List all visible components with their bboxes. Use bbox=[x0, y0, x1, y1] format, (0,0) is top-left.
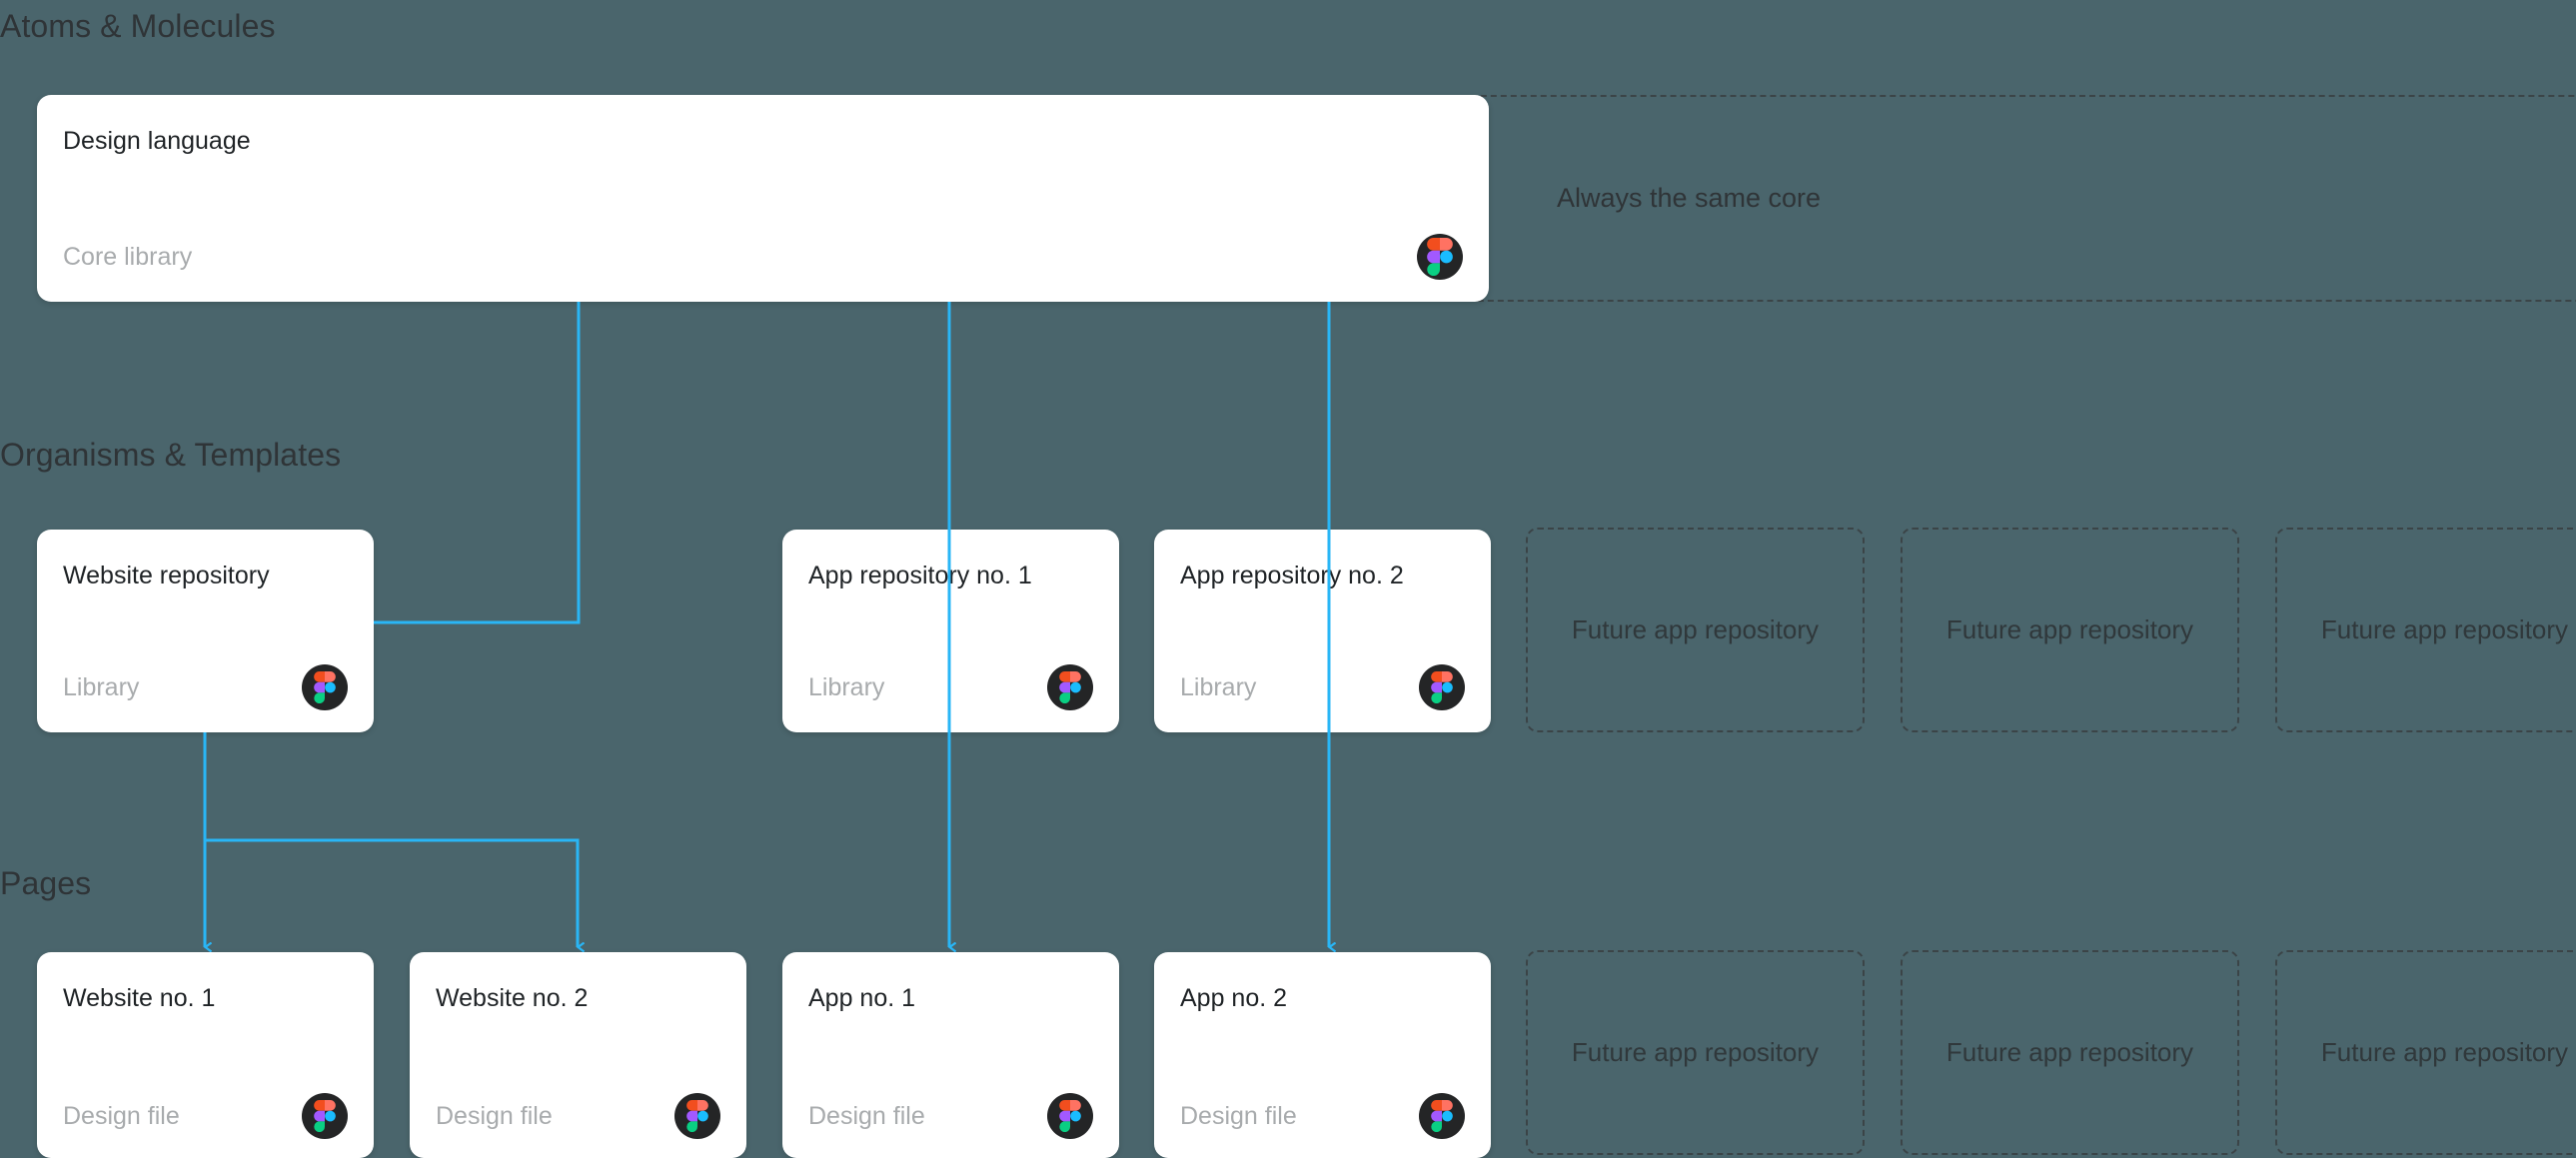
card-subtitle: Design file bbox=[808, 1102, 925, 1130]
figma-icon bbox=[1419, 1093, 1465, 1139]
placeholder-label: Future app repository bbox=[1571, 614, 1820, 644]
card-design-language[interactable]: Design language Core library bbox=[37, 95, 1489, 302]
figma-icon bbox=[674, 1093, 720, 1139]
card-app-repository-1[interactable]: App repository no. 1 Library bbox=[782, 530, 1119, 732]
figma-icon bbox=[302, 664, 348, 710]
card-app-no-2[interactable]: App no. 2 Design file bbox=[1154, 952, 1491, 1158]
card-subtitle: Design file bbox=[63, 1102, 180, 1130]
section-label-atoms: Atoms & Molecules bbox=[0, 8, 276, 44]
figma-icon bbox=[1047, 1093, 1093, 1139]
card-website-no-2[interactable]: Website no. 2 Design file bbox=[410, 952, 746, 1158]
always-same-core-label: Always the same core bbox=[1556, 183, 1822, 213]
connector-core-to-website-repository bbox=[374, 302, 581, 624]
figma-icon bbox=[1417, 234, 1463, 280]
placeholder-label: Future app repository bbox=[1571, 1037, 1820, 1067]
card-subtitle: Library bbox=[808, 673, 885, 701]
card-title: Design language bbox=[63, 127, 251, 155]
figma-icon bbox=[1047, 664, 1093, 710]
section-label-pages: Pages bbox=[0, 865, 92, 901]
card-app-repository-2[interactable]: App repository no. 2 Library bbox=[1154, 530, 1491, 732]
placeholder-label: Future app repository bbox=[1945, 614, 2194, 644]
figma-icon bbox=[1419, 664, 1465, 710]
card-title: Website no. 2 bbox=[436, 984, 589, 1012]
placeholder-label: Future app repository bbox=[2320, 614, 2569, 644]
placeholder-label: Future app repository bbox=[2320, 1037, 2569, 1067]
card-subtitle: Core library bbox=[63, 243, 193, 271]
placeholder-label: Future app repository bbox=[1945, 1037, 2194, 1067]
card-app-no-1[interactable]: App no. 1 Design file bbox=[782, 952, 1119, 1158]
placeholder-future-app-repository-4: Future app repository bbox=[1526, 950, 1865, 1155]
card-subtitle: Design file bbox=[1180, 1102, 1297, 1130]
placeholder-future-app-repository-3: Future app repository bbox=[2275, 528, 2576, 732]
card-title: App repository no. 2 bbox=[1180, 562, 1404, 589]
card-title: Website no. 1 bbox=[63, 984, 216, 1012]
placeholder-future-app-repository-6: Future app repository bbox=[2275, 950, 2576, 1155]
connector-website-repository-to-website-2 bbox=[205, 838, 578, 947]
placeholder-future-app-repository-2: Future app repository bbox=[1901, 528, 2239, 732]
placeholder-future-app-repository-5: Future app repository bbox=[1901, 950, 2239, 1155]
card-website-no-1[interactable]: Website no. 1 Design file bbox=[37, 952, 374, 1158]
card-title: App no. 2 bbox=[1180, 984, 1288, 1012]
card-title: Website repository bbox=[63, 562, 270, 589]
card-subtitle: Design file bbox=[436, 1102, 553, 1130]
always-same-core-region: Always the same core bbox=[1349, 95, 2576, 302]
card-title: App repository no. 1 bbox=[808, 562, 1032, 589]
card-subtitle: Library bbox=[63, 673, 140, 701]
section-label-organisms: Organisms & Templates bbox=[0, 437, 342, 473]
figma-icon bbox=[302, 1093, 348, 1139]
placeholder-future-app-repository-1: Future app repository bbox=[1526, 528, 1865, 732]
card-title: App no. 1 bbox=[808, 984, 916, 1012]
card-subtitle: Library bbox=[1180, 673, 1257, 701]
card-website-repository[interactable]: Website repository Library bbox=[37, 530, 374, 732]
